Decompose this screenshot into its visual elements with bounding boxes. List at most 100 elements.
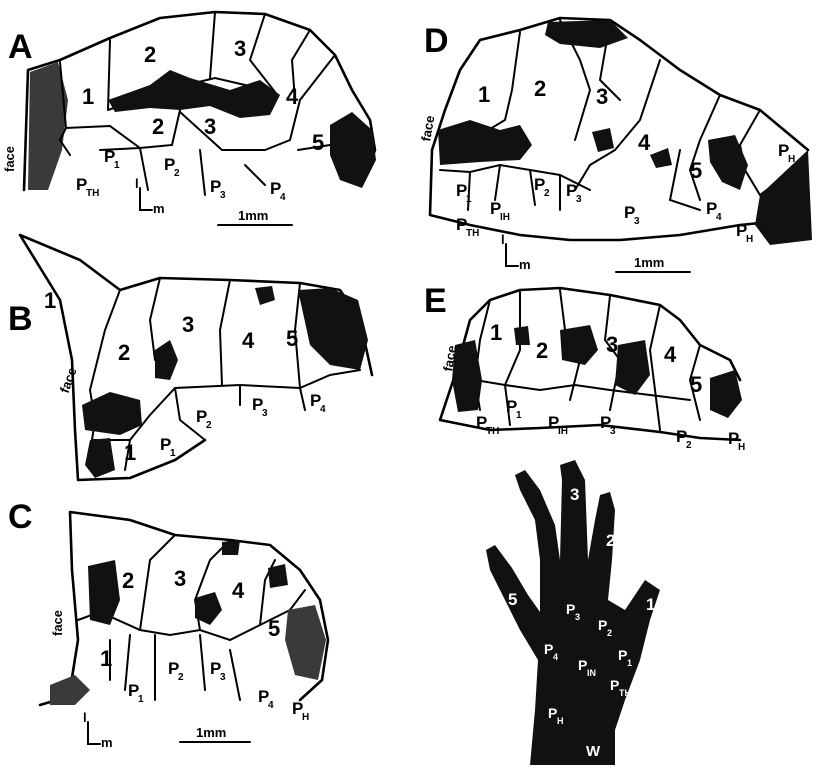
panel-e-digit-3: 3: [606, 332, 618, 357]
panel-c-lateral: l: [83, 710, 87, 725]
panel-c-palm-p3-sub: 3: [220, 672, 226, 683]
hand-wrist-label: W: [586, 743, 601, 760]
panel-a-digit-dark-band: [108, 70, 280, 118]
panel-b-digit-1: 1: [44, 288, 56, 313]
panel-d-palm-p3b-sub: 3: [634, 216, 640, 227]
panel-d-digit-2: 2: [534, 76, 546, 101]
panel-e-digit2-dark: [560, 325, 598, 365]
panel-c-palm-p4-sub: 4: [268, 700, 274, 711]
panel-e-palm-p1-sub: 1: [516, 410, 522, 421]
panel-e-digit-5: 5: [690, 372, 702, 397]
panel-d-scale-bar: 1mm: [616, 255, 690, 272]
panel-d-digit3-dark: [592, 128, 614, 152]
panel-d-digit-1: 1: [478, 82, 490, 107]
panel-b-digit-2: 2: [118, 340, 130, 365]
panel-b-outline: [20, 235, 372, 480]
hand-pad-p3-sub: 3: [575, 612, 580, 622]
panel-a-orientation-arrow: [140, 188, 152, 210]
panel-d-palm-dark: [755, 150, 812, 245]
panel-a-medial: m: [153, 201, 165, 216]
panel-d: D 1 2 3 4 5 face P 1 P IH P TH P 2 P 3 P…: [418, 18, 812, 272]
panel-c-orientation-arrow: [88, 722, 100, 744]
hand-pad-p2: P: [598, 617, 607, 633]
panel-d-digit-4: 4: [638, 130, 651, 155]
panel-b-letter: B: [8, 300, 33, 338]
panel-d-digit-3: 3: [596, 84, 608, 109]
panel-a-letter: A: [8, 28, 33, 66]
panel-b-digit2-dark: [155, 340, 178, 380]
panel-b-digit-5: 5: [286, 326, 298, 351]
panel-a-digit-4: 4: [286, 84, 299, 109]
hand-digit-3: 3: [570, 485, 579, 504]
panel-c-outline: [40, 512, 328, 705]
panel-c-digit1-dark: [88, 560, 120, 625]
panel-c-digit-1: 1: [100, 646, 112, 671]
panel-d-palm-p3-sub: 3: [576, 194, 582, 205]
panel-a-face-label: face: [2, 146, 17, 172]
panel-b-palm-p3-sub: 3: [262, 408, 268, 419]
panel-a-lateral: l: [135, 176, 139, 191]
panel-a-digit-3b: 3: [204, 114, 216, 139]
panel-e-palm-ph-sub: H: [738, 442, 745, 453]
hand-pad-p1: P: [618, 647, 627, 663]
panel-c-face-label: face: [50, 610, 65, 636]
hand-diagram: 3 4 2 5 1 P 3 P 2 P 4 P 1 P IN P TH P H …: [486, 460, 660, 765]
panel-d-palm-ph2-sub: H: [788, 154, 795, 165]
panel-d-palm-p2-sub: 2: [544, 188, 550, 199]
panel-a-digit-3: 3: [234, 36, 246, 61]
panel-b-digit-1b: 1: [124, 440, 136, 465]
panel-b-digit5-dark: [298, 288, 368, 370]
panel-e-palm-pth-sub: TH: [486, 426, 499, 437]
panel-d-letter: D: [424, 22, 449, 60]
panel-d-medial: m: [519, 257, 531, 272]
panel-d-palm-p1-sub: 1: [466, 194, 472, 205]
panel-b-digit4-tip: [255, 286, 275, 305]
hand-digit-1: 1: [646, 595, 655, 614]
panel-c: C 2 3 4 5 1 face P 1 P 2 P 3 P 4 P H l m: [8, 498, 328, 750]
panel-a-digit-5: 5: [312, 130, 324, 155]
hand-digit-2: 2: [606, 531, 615, 550]
panel-a-scale-bar: 1mm: [218, 208, 292, 225]
panel-b-palm-p4-sub: 4: [320, 404, 326, 415]
panel-a-digit5-dark: [330, 112, 376, 188]
panel-b-digit1b-dark: [85, 438, 115, 478]
panel-c-palm-p1-sub: 1: [138, 694, 144, 705]
panel-c-palm-ph-sub: H: [302, 712, 309, 723]
panel-a-palm-p3-sub: 3: [220, 190, 226, 201]
panel-a-digit-1: 1: [82, 84, 94, 109]
panel-e-digit1-dark: [514, 326, 530, 345]
panel-c-orientation: l m: [83, 710, 113, 750]
panel-d-lateral: l: [501, 232, 505, 247]
hand-digit-4: 4: [524, 525, 534, 544]
hand-pad-pin-sub: IN: [587, 668, 596, 678]
panel-e-palm-pih-sub: IH: [558, 426, 568, 437]
panel-d-palm-pth-sub: TH: [466, 228, 479, 239]
panel-c-digit3-tip: [222, 540, 240, 555]
panel-c-scale-label: 1mm: [196, 725, 226, 740]
panel-d-palm-ph-sub: H: [746, 234, 753, 245]
panel-c-letter: C: [8, 498, 33, 536]
hand-pad-p1-sub: 1: [627, 658, 632, 668]
hand-pad-pth: P: [610, 677, 619, 693]
panel-e: E 1 2 3 4 5 face P 1 P TH P IH P 3 P 2 P…: [424, 282, 745, 453]
hand-pad-p3: P: [566, 601, 575, 617]
hand-pad-p2-sub: 2: [607, 628, 612, 638]
hand-pad-p4-sub: 4: [553, 652, 558, 662]
panel-e-palm-p3-sub: 3: [610, 426, 616, 437]
panel-e-digit-2: 2: [536, 338, 548, 363]
panel-e-letter: E: [424, 282, 447, 320]
panel-a: A 2 3 1 4 5 2 3 face P 1 P TH P 2 P 3 P …: [2, 12, 376, 225]
panel-c-digit-2: 2: [122, 568, 134, 593]
panel-d-orientation: l m: [501, 232, 531, 272]
panel-d-scale-label: 1mm: [634, 255, 664, 270]
panel-a-palm-p4-sub: 4: [280, 192, 286, 203]
panel-d-digit1-dark: [438, 120, 532, 165]
panel-d-palm-p4-sub: 4: [716, 212, 722, 223]
panel-a-digit-2: 2: [144, 42, 156, 67]
hand-pad-pth-sub: TH: [619, 688, 631, 698]
panel-d-digit-5: 5: [690, 158, 702, 183]
panel-a-palm-p1-sub: 1: [114, 160, 120, 171]
panel-e-digit-4: 4: [664, 342, 677, 367]
hand-pad-ph-sub: H: [557, 716, 564, 726]
